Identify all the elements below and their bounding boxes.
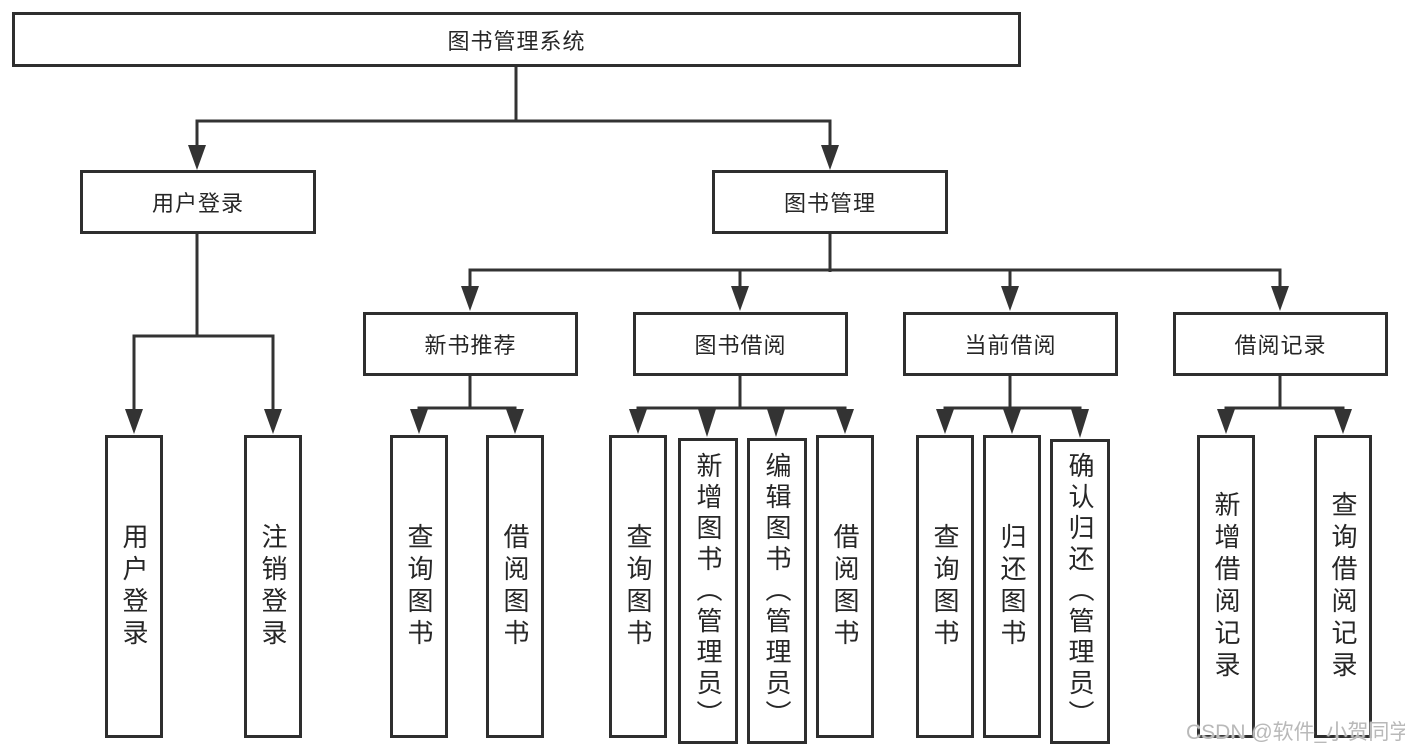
node-label: 图书管理	[783, 191, 876, 216]
leaf-label: 查询图书	[404, 522, 434, 651]
leaf-label: 新增借阅记录	[1211, 490, 1241, 683]
node-label: 借阅记录	[1234, 333, 1327, 358]
leaf-label: 编辑图书（管理员）	[762, 451, 792, 731]
leaf-label: 借阅图书	[830, 522, 860, 651]
leaf-br-query-borrow-record: 查询借阅记录	[1314, 435, 1372, 738]
leaf-br-add-borrow-record: 新增借阅记录	[1197, 435, 1255, 738]
leaf-bb-borrow-books: 借阅图书	[816, 435, 874, 738]
leaf-bb-edit-books-admin: 编辑图书（管理员）	[747, 438, 807, 744]
node-label: 用户登录	[151, 191, 244, 216]
node-book-management: 图书管理	[712, 170, 948, 234]
arrowheads	[125, 145, 1352, 438]
node-user-login: 用户登录	[80, 170, 316, 234]
node-label: 图书管理系统	[447, 28, 586, 54]
leaf-cb-return-books: 归还图书	[983, 435, 1041, 738]
leaf-label: 归还图书	[997, 522, 1027, 651]
leaf-label: 借阅图书	[500, 522, 530, 651]
node-label: 图书借阅	[694, 333, 787, 358]
leaf-label: 新增图书（管理员）	[693, 451, 723, 731]
leaf-label: 查询图书	[930, 522, 960, 651]
leaf-logout: 注销登录	[244, 435, 302, 738]
node-borrowing-records: 借阅记录	[1173, 312, 1388, 376]
leaf-label: 查询图书	[623, 522, 653, 651]
node-book-borrowing: 图书借阅	[633, 312, 848, 376]
leaf-nbr-query-books: 查询图书	[390, 435, 448, 738]
leaf-user-login: 用户登录	[105, 435, 163, 738]
leaf-bb-add-books-admin: 新增图书（管理员）	[678, 438, 738, 744]
node-label: 新书推荐	[424, 333, 517, 358]
node-label: 当前借阅	[964, 333, 1057, 358]
leaf-label: 确认归还（管理员）	[1065, 452, 1095, 731]
node-library-management-system: 图书管理系统	[12, 12, 1021, 67]
leaf-label: 查询借阅记录	[1328, 490, 1358, 683]
leaf-cb-query-books: 查询图书	[916, 435, 974, 738]
leaf-label: 注销登录	[258, 522, 288, 651]
leaf-nbr-borrow-books: 借阅图书	[486, 435, 544, 738]
node-new-book-recommendation: 新书推荐	[363, 312, 578, 376]
leaf-cb-confirm-return-admin: 确认归还（管理员）	[1050, 439, 1110, 744]
leaf-bb-query-books: 查询图书	[609, 435, 667, 738]
leaf-label: 用户登录	[119, 522, 149, 651]
node-current-borrowing: 当前借阅	[903, 312, 1118, 376]
csdn-watermark: CSDN @软件_小贺同学	[1186, 721, 1405, 744]
